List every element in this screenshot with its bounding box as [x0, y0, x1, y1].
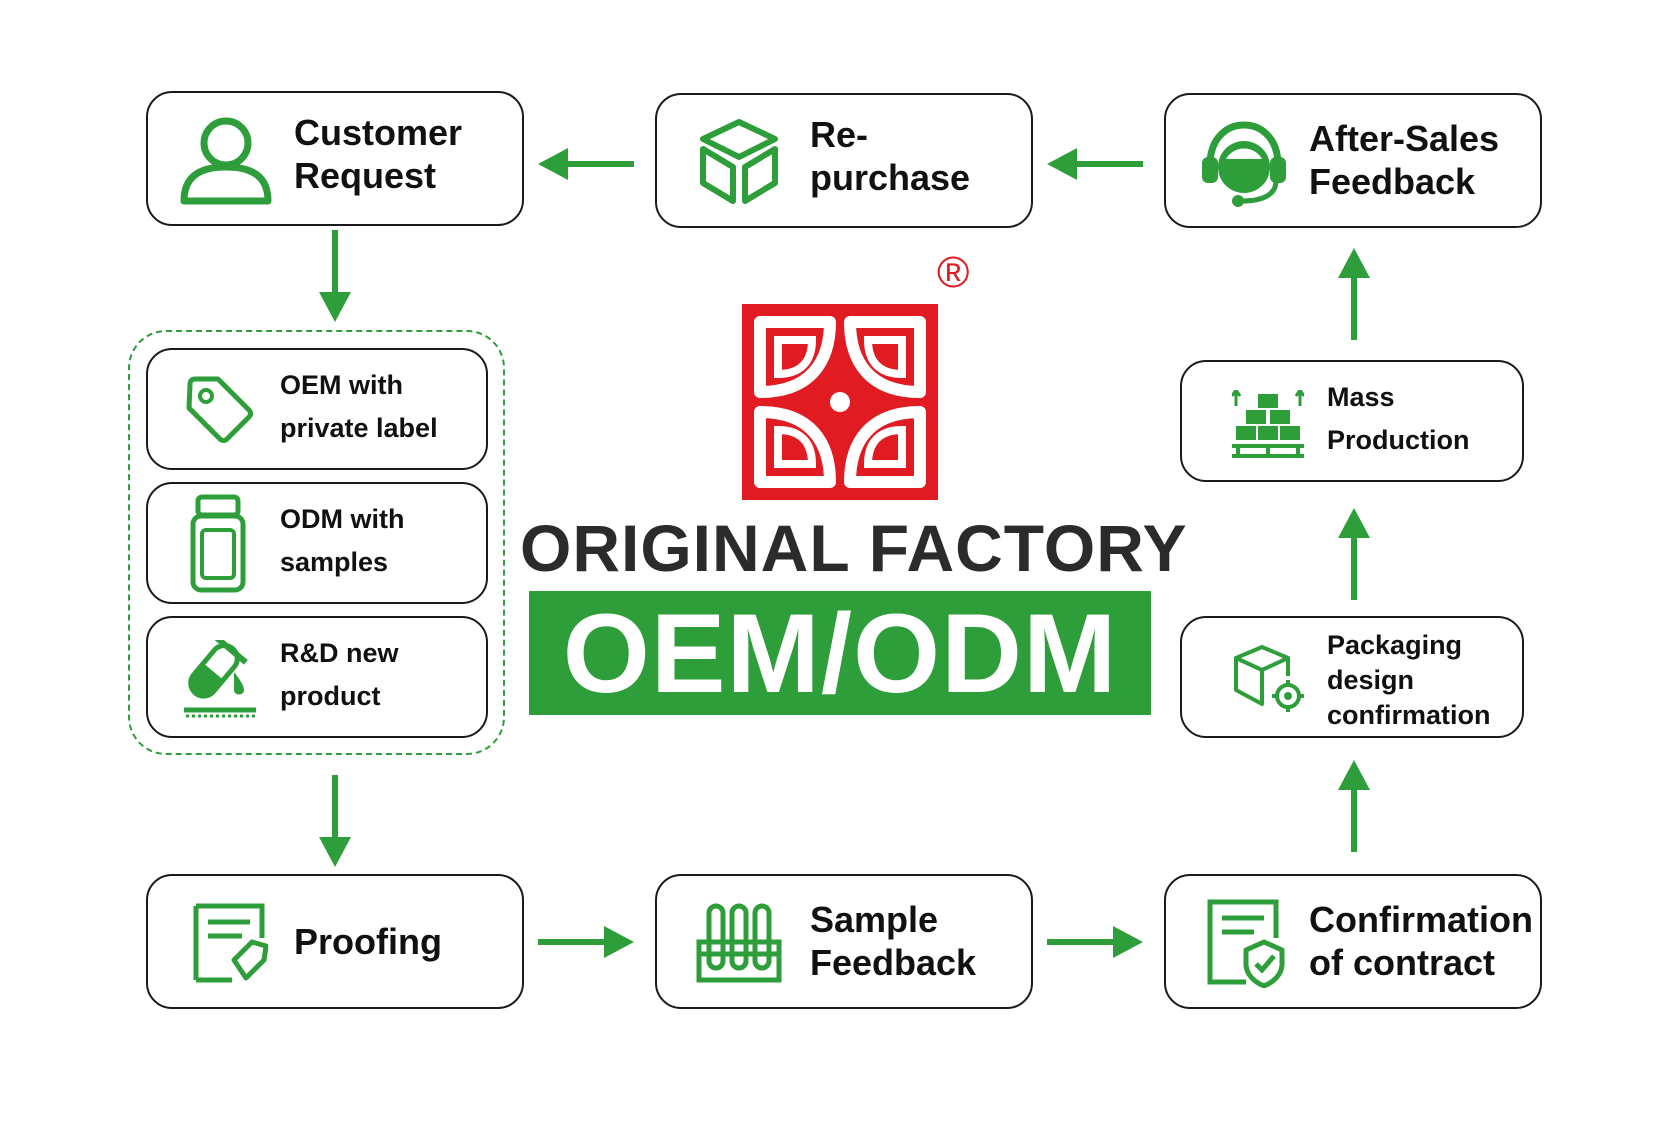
- user-icon: [180, 117, 272, 205]
- odm-line2: samples: [280, 547, 389, 578]
- brand-title: ORIGINAL FACTORY: [520, 511, 1188, 585]
- arrow-proofing-to-sample: [538, 926, 634, 958]
- after-sales-line1: After-Sales: [1309, 118, 1500, 159]
- box-gear-icon: [1234, 645, 1304, 712]
- packaging-design-step: Packaging design confirmation: [1180, 616, 1524, 738]
- arrow-mass-to-aftersales: [1338, 248, 1370, 340]
- packaging-line3: confirmation: [1327, 700, 1491, 731]
- after-sales-step: After-Sales Feedback: [1164, 93, 1542, 228]
- oem-private-label-step: OEM with private label: [146, 348, 488, 470]
- sample-line1: Sample: [810, 899, 939, 940]
- brand-banner-text: OEM/ODM: [562, 590, 1118, 716]
- test-tube-icon: [184, 640, 256, 718]
- contract-line1: Confirmation: [1309, 899, 1533, 940]
- packaging-line1: Packaging: [1327, 630, 1463, 660]
- contract-confirmation-step: Confirmation of contract: [1164, 874, 1542, 1009]
- test-tubes-rack-icon: [696, 903, 782, 983]
- mass-line1: Mass: [1327, 382, 1395, 412]
- after-sales-line2: Feedback: [1309, 161, 1476, 203]
- rd-line1: R&D new: [280, 638, 399, 668]
- arrow-customer-to-options: [319, 230, 351, 322]
- packaging-line2: design: [1327, 665, 1415, 696]
- oem-line1: OEM with: [280, 370, 403, 400]
- odm-samples-step: ODM with samples: [146, 482, 488, 604]
- headset-icon: [1202, 121, 1286, 207]
- arrow-repurchase-to-customer: [538, 148, 634, 180]
- arrow-sample-to-contract: [1047, 926, 1143, 958]
- customer-request-line1: Customer: [294, 112, 463, 153]
- box-icon: [700, 119, 778, 204]
- tag-icon: [186, 376, 253, 443]
- document-tag-icon: [193, 903, 268, 983]
- mass-line2: Production: [1327, 425, 1470, 456]
- customer-request-step: Customer Request: [146, 91, 524, 226]
- options-group-border: [128, 330, 505, 755]
- arrow-options-to-proofing: [319, 775, 351, 867]
- bottle-icon: [190, 494, 246, 593]
- odm-line1: ODM with: [280, 504, 405, 534]
- repurchase-line1: Re-: [810, 114, 869, 155]
- registered-mark: ®: [937, 248, 970, 297]
- brand-banner: OEM/ODM: [529, 590, 1151, 716]
- oem-line2: private label: [280, 413, 438, 444]
- proofing-line1: Proofing: [294, 921, 442, 962]
- mass-production-step: Mass Production: [1180, 360, 1524, 482]
- rd-new-product-step: R&D new product: [146, 616, 488, 738]
- sample-line2: Feedback: [810, 942, 977, 984]
- brand-logo: [742, 304, 938, 500]
- rd-line2: product: [280, 681, 381, 712]
- pallet-boxes-icon: [1232, 390, 1304, 458]
- arrow-contract-to-packaging: [1338, 760, 1370, 852]
- arrow-aftersales-to-repurchase: [1047, 148, 1143, 180]
- repurchase-step: Re- purchase: [655, 93, 1033, 228]
- repurchase-line2: purchase: [810, 157, 971, 199]
- sample-feedback-step: Sample Feedback: [655, 874, 1033, 1009]
- proofing-step: Proofing: [146, 874, 524, 1009]
- customer-request-line2: Request: [294, 155, 437, 197]
- document-shield-icon: [1207, 899, 1285, 988]
- contract-line2: of contract: [1309, 942, 1496, 984]
- arrow-packaging-to-mass: [1338, 508, 1370, 600]
